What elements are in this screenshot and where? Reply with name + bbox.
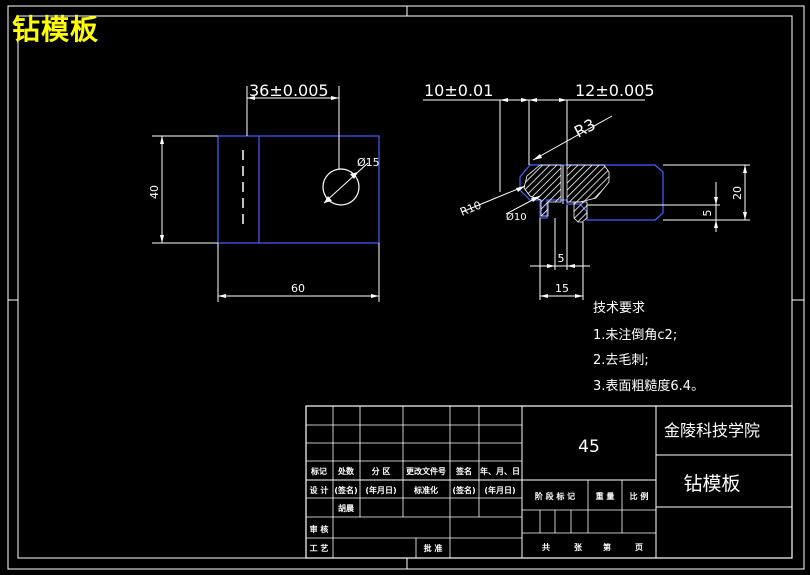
note-item-3: 3.表面粗糙度6.4。 [593,378,704,394]
title-block: 标记 处数 分 区 更改文件号 签名 年、月、日 设 计 (签名) (年月日) … [305,405,793,559]
tb-process: 工 艺 [310,543,329,553]
tb-approve: 批 准 [424,543,443,553]
tb-header-zone: 分 区 [372,466,391,476]
tb-part-name: 钻模板 [683,473,740,495]
dim-5-horizontal: 5 [558,252,565,265]
tb-standard-date: (年月日) [484,485,515,495]
plate-outline [217,135,380,244]
dim-5-vertical: 5 [701,210,714,217]
tb-standard: 标准化 [413,485,438,495]
tb-total: 共 [542,542,550,552]
tb-design-sign: (签名) [334,485,357,495]
technical-notes: 技术要求 1.未注倒角c2; 2.去毛刺; 3.表面粗糙度6.4。 [593,301,704,394]
section-view: 10±0.01 12±0.005 R3 R10 Ø10 20 5 [423,81,750,300]
dim-40: 40 [148,185,161,199]
notes-heading: 技术要求 [593,301,645,316]
drawing-title: 钻模板 [12,13,100,46]
dim-36: 36±0.005 [249,81,329,100]
tb-no: 第 [603,542,611,552]
outer-border [7,5,805,570]
dim-phi10: Ø10 [506,211,527,223]
tb-scale-number: 45 [578,437,600,457]
tb-sheets: 张 [574,543,583,552]
tb-header-date: 年、月、日 [480,466,520,476]
dim-15: 15 [555,282,569,295]
tb-checker-name: 胡晨 [338,503,355,513]
note-item-2: 2.去毛刺; [593,353,649,368]
tb-header-sign: 签名 [455,466,472,476]
tb-design: 设 计 [310,485,329,495]
tb-header-mark: 标记 [310,466,327,476]
tb-header-count: 处数 [337,466,355,476]
top-view: Ø15 36±0.005 40 60 [148,81,380,302]
tb-weight-label: 重 量 [596,491,615,501]
hole-circle [322,168,360,206]
dim-20: 20 [731,186,744,200]
dim-12: 12±0.005 [575,81,655,100]
tb-school: 金陵科技学院 [664,421,760,440]
dim-diameter-15: Ø15 [357,156,380,169]
tb-page: 页 [635,543,643,552]
note-item-1: 1.未注倒角c2; [593,328,677,343]
tb-standard-sign: (签名) [452,485,475,495]
dim-10: 10±0.01 [424,81,493,100]
tb-ratio-label: 比 例 [630,491,649,501]
dim-60: 60 [291,282,305,295]
tb-header-doc: 更改文件号 [406,466,446,476]
tb-review: 审 核 [310,524,329,534]
tb-stage-label: 阶 段 标 记 [535,491,575,501]
tb-design-date: (年月日) [365,485,396,495]
